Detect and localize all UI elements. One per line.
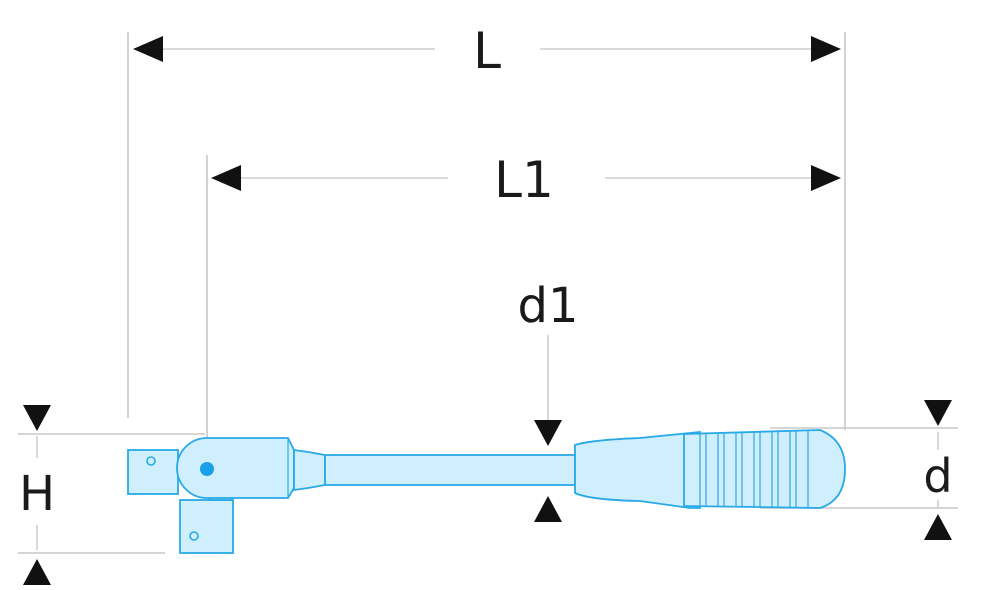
arrow-up-icon — [924, 514, 952, 540]
arrow-down-icon — [534, 420, 562, 446]
dimension-d: d — [923, 400, 953, 540]
arrow-right-icon — [811, 36, 841, 62]
arrow-left-icon — [133, 36, 163, 62]
grip-body — [574, 431, 701, 509]
label-d1: d1 — [517, 278, 578, 334]
handle-shaft — [324, 454, 576, 486]
label-L1: L1 — [494, 151, 554, 209]
pivot-dot — [200, 462, 214, 476]
arrow-up-icon — [23, 559, 51, 585]
dimension-L: L — [133, 22, 841, 80]
socket-detent — [189, 531, 199, 541]
ribbed-grip — [683, 429, 846, 509]
label-H: H — [19, 466, 55, 522]
label-d: d — [923, 449, 952, 503]
square-drive-socket — [179, 499, 234, 554]
dimension-H: H — [19, 405, 55, 585]
label-L: L — [473, 22, 501, 80]
head-transition — [293, 448, 326, 492]
arrow-down-icon — [23, 405, 51, 431]
ratchet-head — [176, 437, 295, 499]
drive-detent — [146, 456, 156, 466]
dimension-L1: L1 — [211, 151, 841, 209]
ratchet-tool — [127, 429, 846, 554]
arrow-up-icon — [534, 496, 562, 522]
arrow-right-icon — [811, 165, 841, 191]
dimension-d1: d1 — [517, 278, 579, 522]
square-drive-left — [127, 449, 179, 495]
grip-ribs — [699, 431, 809, 507]
arrow-left-icon — [211, 165, 241, 191]
arrow-down-icon — [924, 400, 952, 426]
